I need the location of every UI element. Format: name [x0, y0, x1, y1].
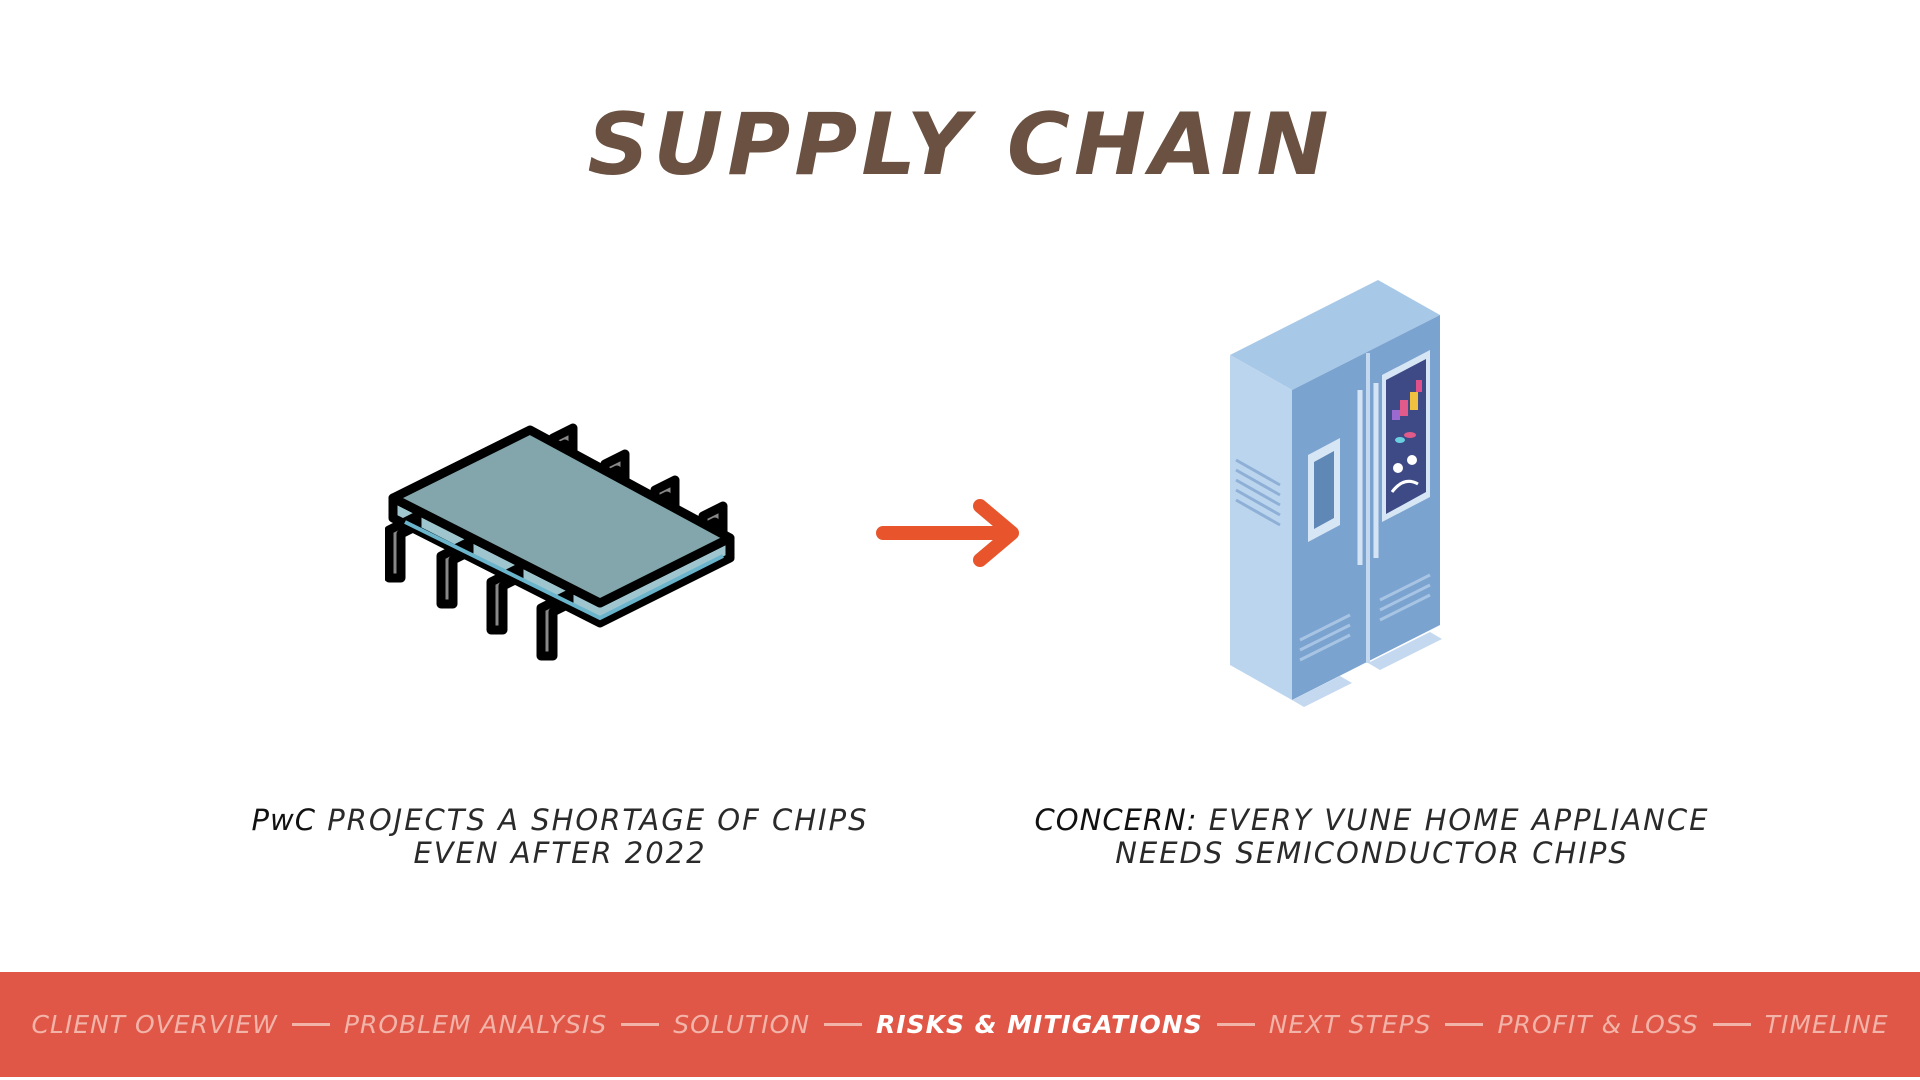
caption-line1: PROJECTS A SHORTAGE OF CHIPS: [327, 803, 869, 837]
chip-shortage-caption: PwC PROJECTS A SHORTAGE OF CHIPS EVEN AF…: [180, 804, 940, 870]
nav-profit-loss[interactable]: PROFIT & LOSS: [1497, 1010, 1699, 1039]
caption-lead: PwC: [251, 803, 316, 837]
caption-line1: EVERY VUNE HOME APPLIANCE: [1208, 803, 1710, 837]
caption-line2: NEEDS SEMICONDUCTOR CHIPS: [1115, 836, 1629, 870]
nav-separator: [291, 1023, 330, 1026]
nav-separator: [824, 1023, 863, 1026]
section-nav-bar: CLIENT OVERVIEW PROBLEM ANALYSIS SOLUTIO…: [0, 972, 1920, 1077]
nav-timeline[interactable]: TIMELINE: [1764, 1010, 1889, 1039]
nav-separator: [621, 1023, 660, 1026]
arrow-right-icon: [876, 499, 1019, 567]
concern-caption: CONCERN: EVERY VUNE HOME APPLIANCE NEEDS…: [992, 804, 1752, 870]
nav-next-steps[interactable]: NEXT STEPS: [1268, 1010, 1432, 1039]
smart-fridge-icon: [1230, 280, 1442, 707]
caption-lead: CONCERN:: [1034, 803, 1198, 837]
nav-risks-mitigations[interactable]: RISKS & MITIGATIONS: [876, 1010, 1203, 1039]
nav-client-overview[interactable]: CLIENT OVERVIEW: [31, 1010, 278, 1039]
page-title: SUPPLY CHAIN: [587, 95, 1333, 195]
nav-solution[interactable]: SOLUTION: [673, 1010, 811, 1039]
nav-separator: [1216, 1023, 1255, 1026]
nav-separator: [1445, 1023, 1484, 1026]
nav-separator: [1712, 1023, 1751, 1026]
caption-line2: EVEN AFTER 2022: [413, 836, 707, 870]
nav-problem-analysis[interactable]: PROBLEM ANALYSIS: [343, 1010, 608, 1039]
microchip-icon: [385, 423, 735, 661]
